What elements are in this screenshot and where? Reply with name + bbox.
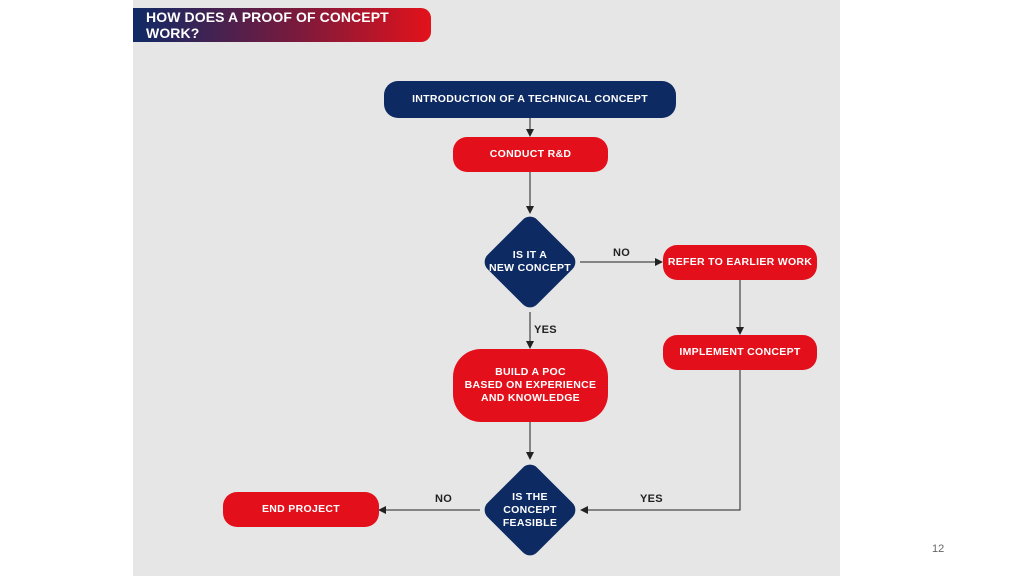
node-refer-earlier-work: REFER TO EARLIER WORK [663,245,817,280]
page-number: 12 [932,543,945,555]
node-implement-concept: IMPLEMENT CONCEPT [663,335,817,370]
node-conduct-rnd: CONDUCT R&D [453,137,608,172]
decision-concept-feasible: IS THE CONCEPT FEASIBLE [480,460,580,560]
slide-title: HOW DOES A PROOF OF CONCEPT WORK? [133,8,431,42]
decision-feasible-label: IS THE CONCEPT FEASIBLE [502,490,558,529]
edge-label-feasible-yes: YES [640,493,663,505]
edge-label-new-no: NO [613,247,631,259]
node-introduction: INTRODUCTION OF A TECHNICAL CONCEPT [384,81,676,118]
decision-new-concept-label: IS IT A NEW CONCEPT [488,249,572,274]
slide-canvas: HOW DOES A PROOF OF CONCEPT WORK? INTROD… [133,0,840,576]
node-end-project: END PROJECT [223,492,379,527]
flowchart-connectors [378,118,744,514]
node-build-poc: BUILD A POC BASED ON EXPERIENCE AND KNOW… [453,349,608,422]
decision-new-concept: IS IT A NEW CONCEPT [480,212,580,312]
edge-label-new-yes: YES [534,324,557,336]
connector-implement-to-decision-feasible [580,370,741,514]
edge-label-feasible-no: NO [435,493,453,505]
